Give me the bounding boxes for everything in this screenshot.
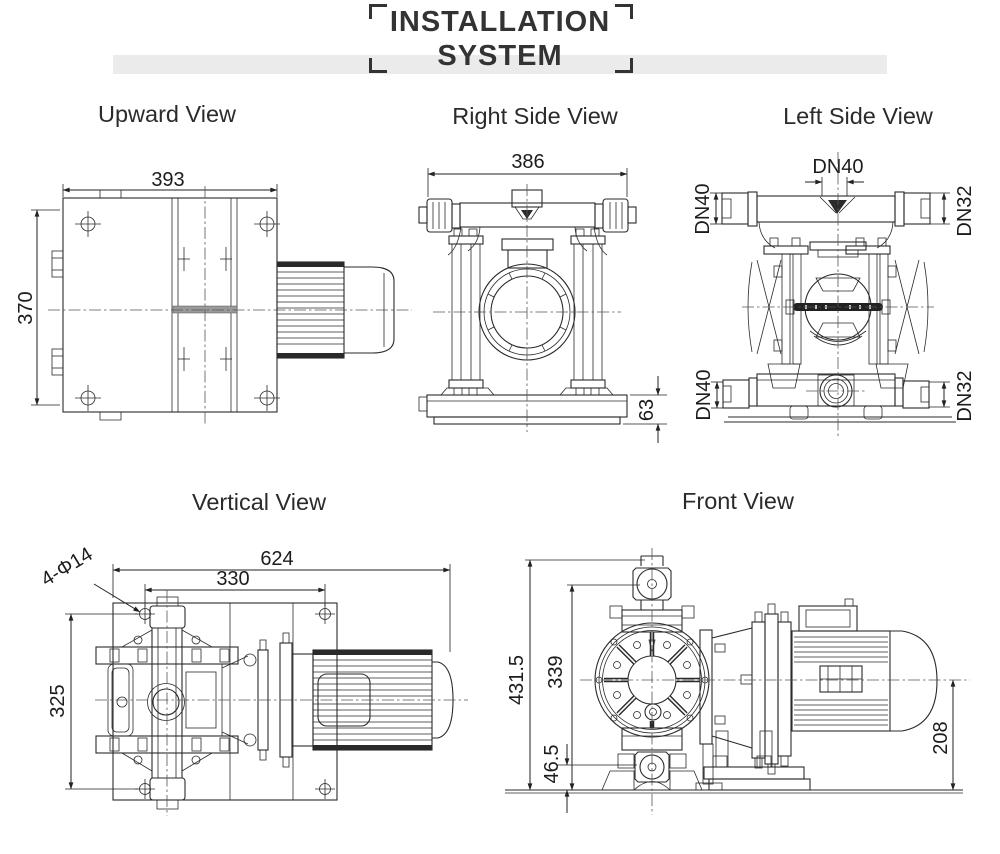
title-bracket-bottom-left xyxy=(369,58,387,73)
left-side-view-drawing: DN40 DN40 DN32 xyxy=(692,152,976,436)
vertical-view-drawing: 4-Φ14 624 330 325 xyxy=(37,543,468,816)
dim-dn40-left-top: DN40 xyxy=(692,183,714,234)
vertical-view-title: Vertical View xyxy=(192,489,327,515)
upward-view-drawing: 393 370 xyxy=(15,169,412,424)
dim-4-phi14: 4-Φ14 xyxy=(37,543,96,591)
dim-370: 370 xyxy=(15,291,37,324)
dim-330: 330 xyxy=(216,568,249,590)
dim-46-5: 46.5 xyxy=(541,745,563,784)
title-bracket-top-right xyxy=(615,4,633,19)
title-bracket-bottom-right xyxy=(615,58,633,73)
page-title-line2: SYSTEM xyxy=(437,40,563,72)
right-side-view-title: Right Side View xyxy=(452,103,618,129)
dim-431-5: 431.5 xyxy=(506,655,528,705)
page-title: INSTALLATION SYSTEM xyxy=(300,5,700,73)
dim-325: 325 xyxy=(47,684,69,717)
dim-dn40-left-bottom: DN40 xyxy=(693,369,715,420)
left-side-view-title: Left Side View xyxy=(783,103,934,129)
dim-386: 386 xyxy=(511,151,544,173)
dim-63: 63 xyxy=(636,399,658,421)
dim-624: 624 xyxy=(260,548,293,570)
dim-dn32-right-bottom: DN32 xyxy=(954,370,976,421)
page-title-line1: INSTALLATION xyxy=(389,6,611,38)
right-side-view-drawing: 386 xyxy=(418,151,667,443)
dim-393: 393 xyxy=(151,169,184,191)
dim-339: 339 xyxy=(545,655,567,688)
upward-view-title: Upward View xyxy=(98,101,237,127)
front-view-drawing: 431.5 339 46.5 208 xyxy=(505,548,970,815)
dim-dn32-right-top: DN32 xyxy=(954,185,976,236)
dim-208: 208 xyxy=(930,721,952,754)
front-view-title: Front View xyxy=(682,488,795,514)
title-bracket-top-left xyxy=(369,4,387,19)
title-highlight-band xyxy=(113,55,887,74)
